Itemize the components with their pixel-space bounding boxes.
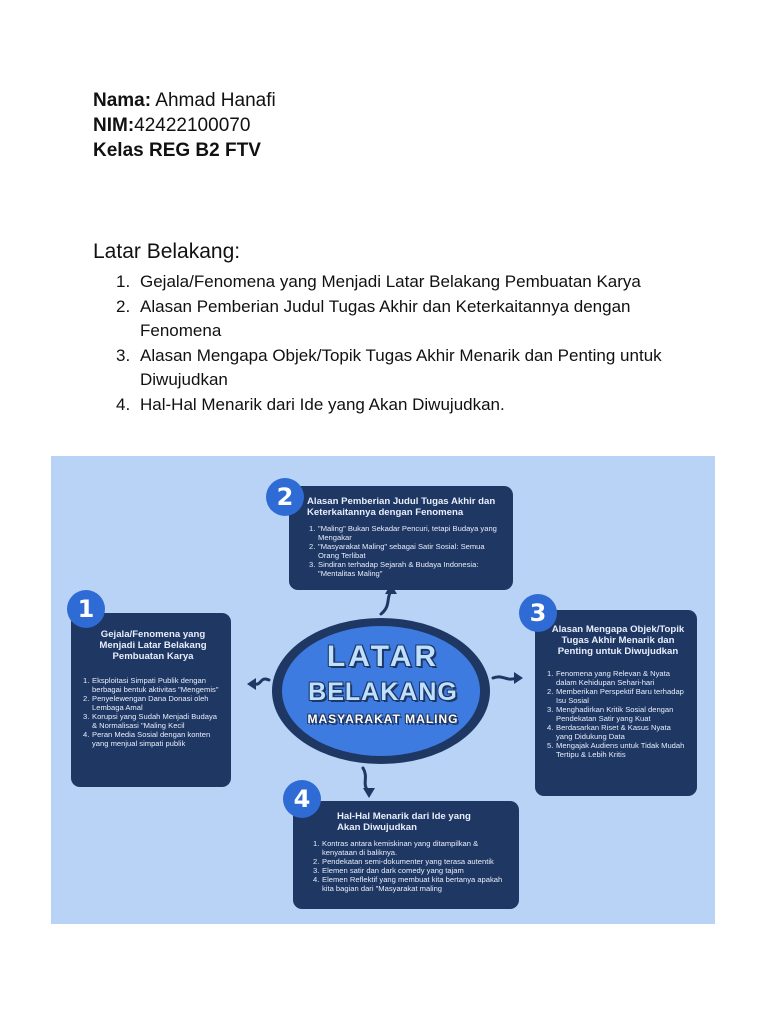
list-item: 2.Pendekatan semi-dokumenter yang terasa… [313, 857, 494, 866]
badge-3: 3 [519, 594, 557, 632]
card-title: Gejala/Fenomena yang Menjadi Latar Belak… [99, 629, 207, 662]
list-item: 1."Maling" Bukan Sekadar Pencuri, tetapi… [309, 524, 497, 542]
connector-arrows [247, 584, 523, 798]
list-item: 3.Sindiran terhadap Sejarah & Budaya Ind… [309, 560, 479, 578]
center-subtitle: MASYARAKAT MALING [307, 712, 459, 726]
card-list: 1."Maling" Bukan Sekadar Pencuri, tetapi… [309, 524, 503, 578]
toc-list: 1.Gejala/Fenomena yang Menjadi Latar Bel… [116, 270, 676, 418]
toc-item: 4.Hal-Hal Menarik dari Ide yang Akan Diw… [116, 395, 505, 414]
toc-item: 2.Alasan Pemberian Judul Tugas Akhir dan… [116, 297, 631, 340]
list-item: 1.Kontras antara kemiskinan yang ditampi… [313, 839, 479, 857]
badge-1: 1 [67, 590, 105, 628]
badge-4: 4 [283, 780, 321, 818]
arrowhead-left [247, 678, 256, 690]
list-item: 2.Memberikan Perspektif Baru terhadap Is… [547, 687, 684, 705]
card-title: Alasan Pemberian Judul Tugas Akhir dan K… [307, 496, 496, 518]
list-item: 4.Elemen Reflektif yang membuat kita ber… [313, 875, 503, 893]
infographic: LATAR BELAKANG MASYARAKAT MALING Alasan … [51, 456, 715, 924]
card-list: 1.Kontras antara kemiskinan yang ditampi… [313, 839, 509, 893]
toc-item: 3.Alasan Mengapa Objek/Topik Tugas Akhir… [116, 346, 662, 389]
badge-2: 2 [266, 478, 304, 516]
center-title-belakang: BELAKANG [308, 678, 458, 706]
student-info: Nama: Ahmad Hanafi NIM:42422100070 Kelas… [93, 88, 276, 163]
card-3: Alasan Mengapa Objek/Topik Tugas Akhir M… [535, 610, 697, 796]
list-item: 3.Elemen satir dan dark comedy yang taja… [313, 866, 464, 875]
card-4: Hal-Hal Menarik dari Ide yang Akan Diwuj… [293, 801, 519, 909]
arrowhead-right [514, 672, 523, 684]
list-item: 3.Korupsi yang Sudah Menjadi Budaya & No… [83, 712, 217, 730]
center-disc [282, 626, 480, 756]
list-item: 1.Fenomena yang Relevan & Nyata dalam Ke… [547, 669, 670, 687]
arrow-up [379, 589, 393, 616]
card-list: 1.Eksploitasi Simpati Publik dengan berb… [83, 676, 223, 748]
list-item: 1.Eksploitasi Simpati Publik dengan berb… [83, 676, 219, 694]
list-item: 2."Masyarakat Maling" sebagai Satir Sosi… [309, 542, 485, 560]
section-title: Latar Belakang: [93, 240, 241, 263]
card-title: Hal-Hal Menarik dari Ide yang Akan Diwuj… [337, 811, 471, 833]
list-item: 4.Berdasarkan Riset & Kasus Nyata yang D… [547, 723, 671, 741]
list-item: 2.Penyelewengan Dana Donasi oleh Lembaga… [83, 694, 209, 712]
list-item: 3.Menghadirkan Kritik Sosial dengan Pend… [547, 705, 674, 723]
nim-line: NIM:42422100070 [93, 115, 251, 136]
kelas-line: Kelas REG B2 FTV [93, 140, 261, 161]
list-item: 5.Mengajak Audiens untuk Tidak Mudah Ter… [547, 741, 685, 759]
name-line: Nama: Ahmad Hanafi [93, 90, 276, 111]
card-1: Gejala/Fenomena yang Menjadi Latar Belak… [71, 613, 231, 787]
arrowhead-down [363, 788, 375, 798]
list-item: 4.Peran Media Sosial dengan konten yang … [83, 730, 211, 748]
center-title-latar: LATAR [326, 640, 440, 673]
card-list: 1.Fenomena yang Relevan & Nyata dalam Ke… [547, 669, 689, 759]
toc-item: 1.Gejala/Fenomena yang Menjadi Latar Bel… [116, 272, 641, 291]
card-title: Alasan Mengapa Objek/Topik Tugas Akhir M… [551, 624, 685, 657]
card-2: Alasan Pemberian Judul Tugas Akhir dan K… [289, 486, 513, 590]
